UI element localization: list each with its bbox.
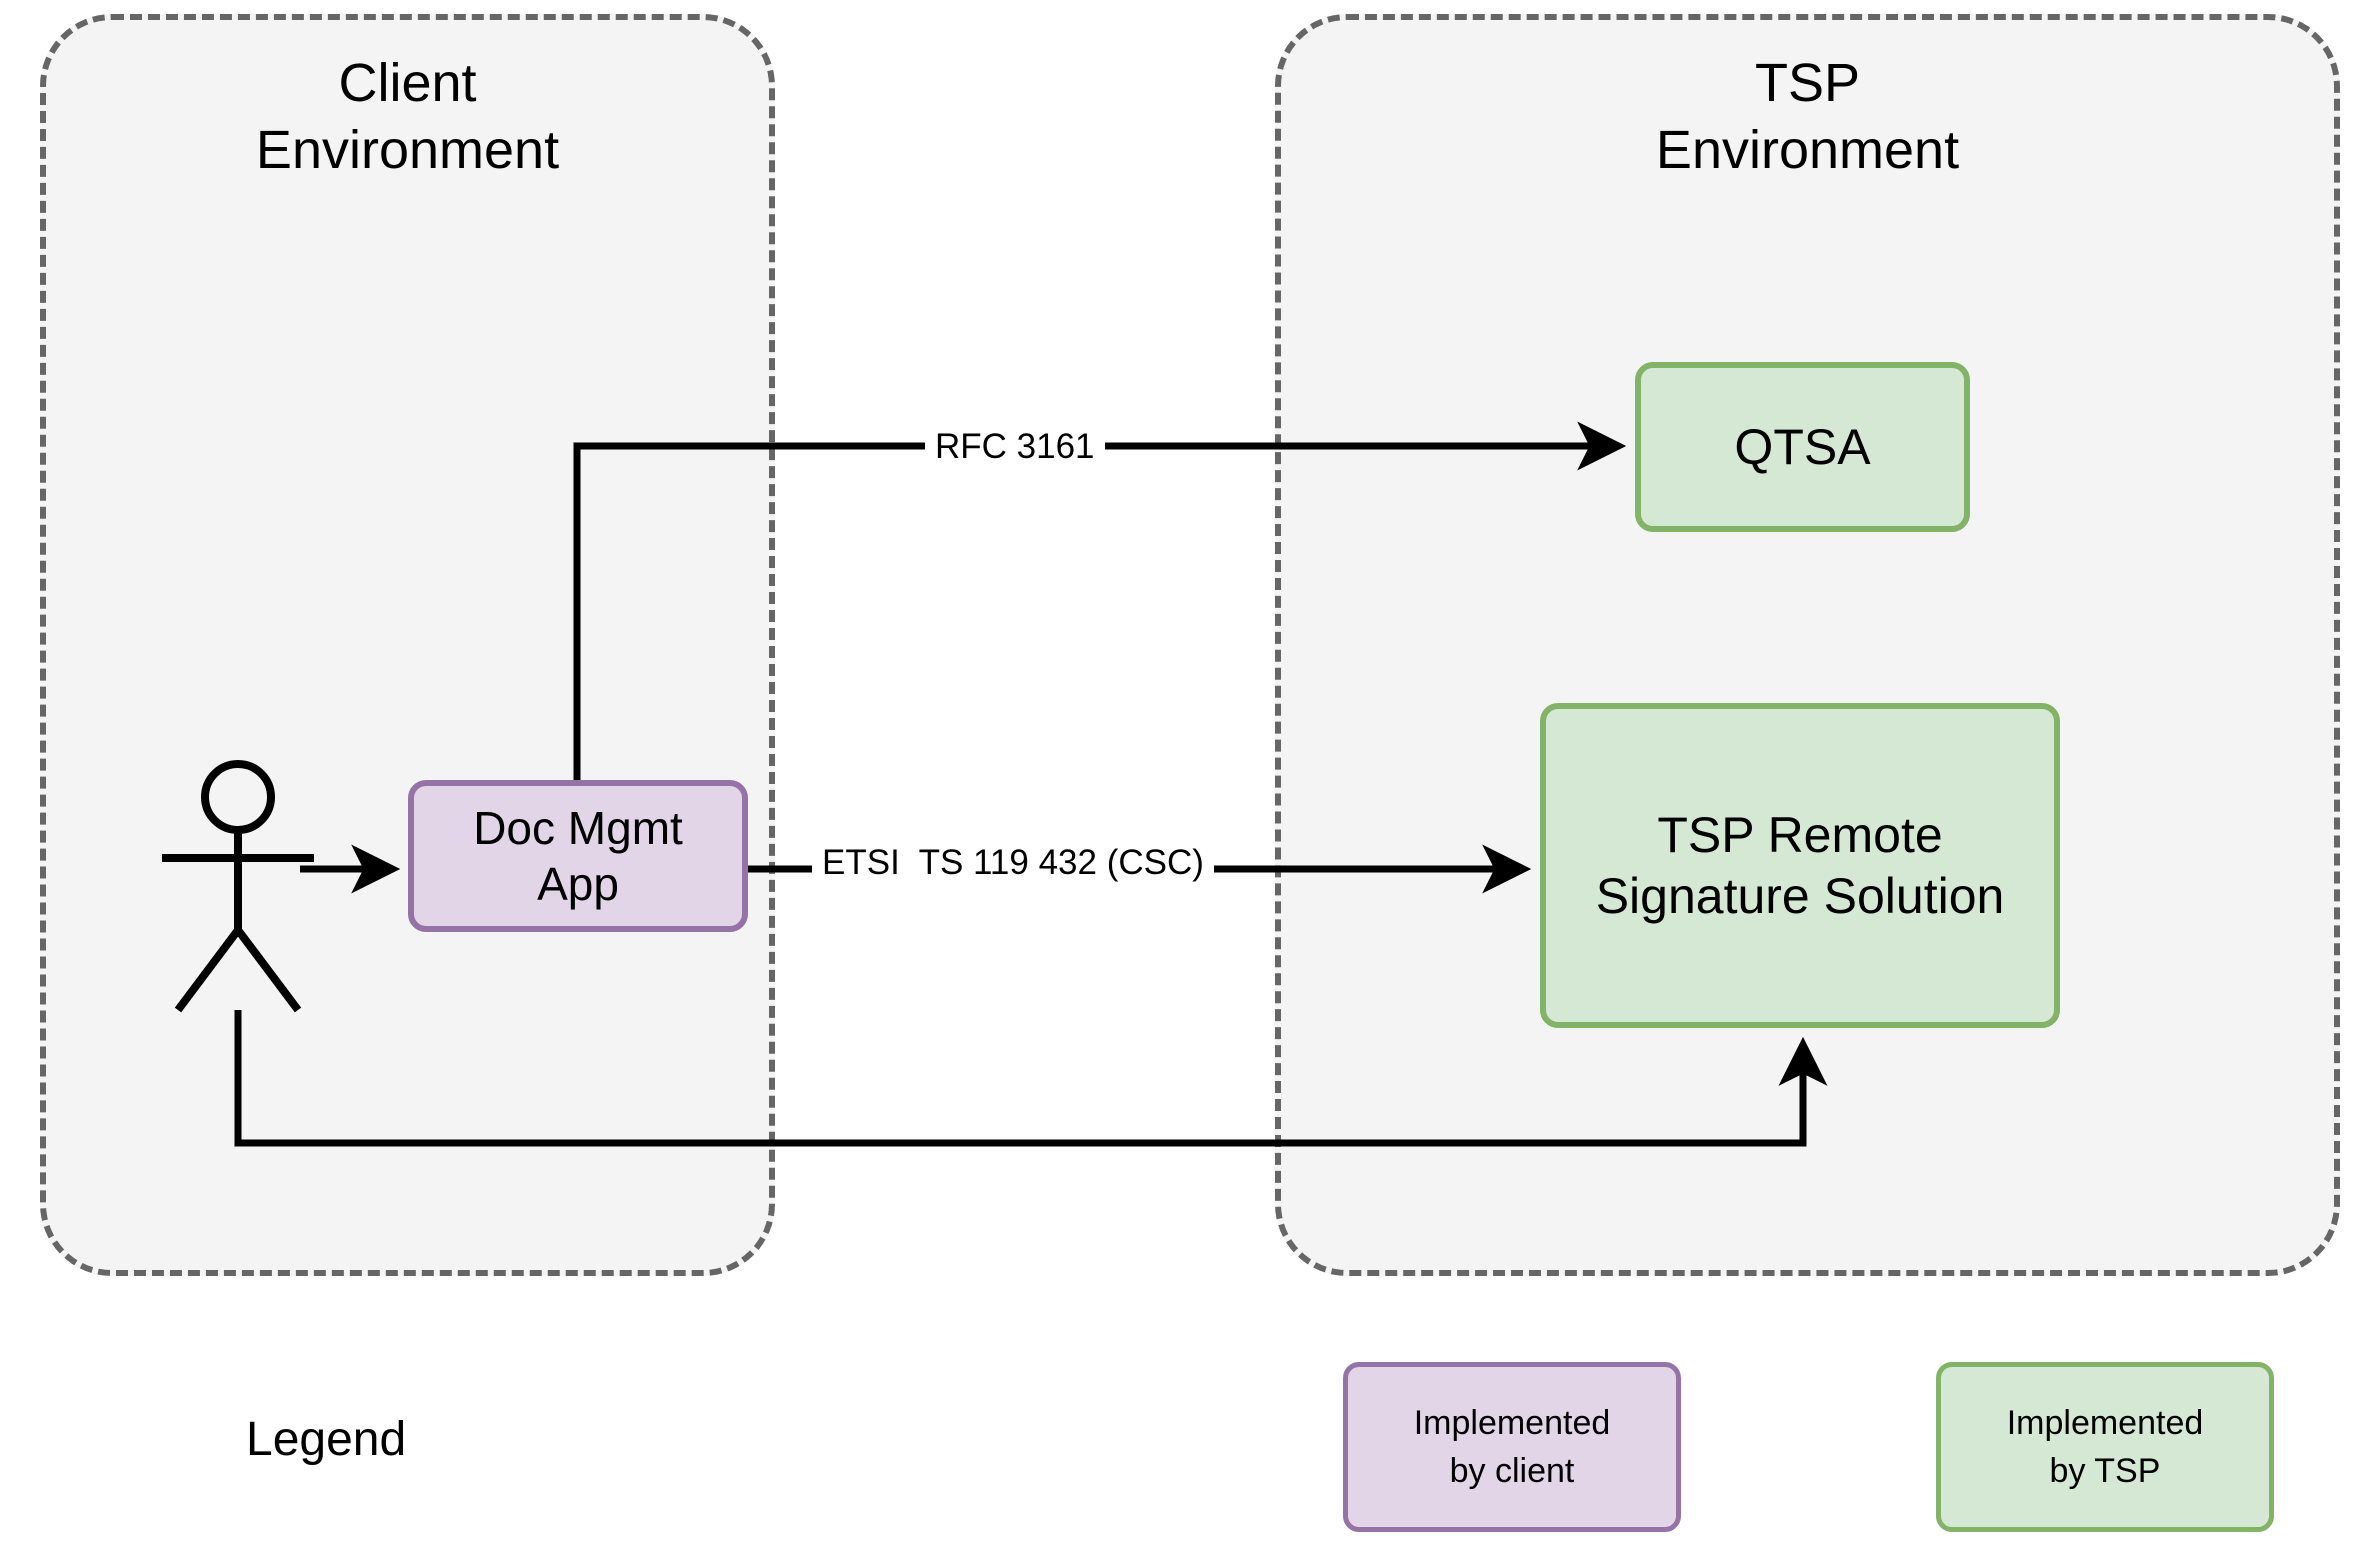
node-doc-mgmt-app[interactable]: Doc Mgmt App <box>408 780 748 932</box>
edge-label-rfc-3161: RFC 3161 <box>925 429 1105 464</box>
client-environment-container: Client Environment <box>40 14 775 1276</box>
legend-item-implemented-by-client: Implemented by client <box>1343 1362 1681 1532</box>
node-tsp-remote-signature-solution[interactable]: TSP Remote Signature Solution <box>1540 703 2060 1028</box>
node-qtsa[interactable]: QTSA <box>1635 362 1970 532</box>
tsp-environment-title: TSP Environment <box>1655 53 1960 180</box>
edge-label-etsi-ts-119-432: ETSI TS 119 432 (CSC) <box>812 845 1214 880</box>
client-environment-title: Client Environment <box>255 53 560 180</box>
legend-item-implemented-by-tsp: Implemented by TSP <box>1936 1362 2274 1532</box>
legend-title: Legend <box>246 1413 407 1466</box>
tsp-environment-container: TSP Environment <box>1275 14 2340 1276</box>
